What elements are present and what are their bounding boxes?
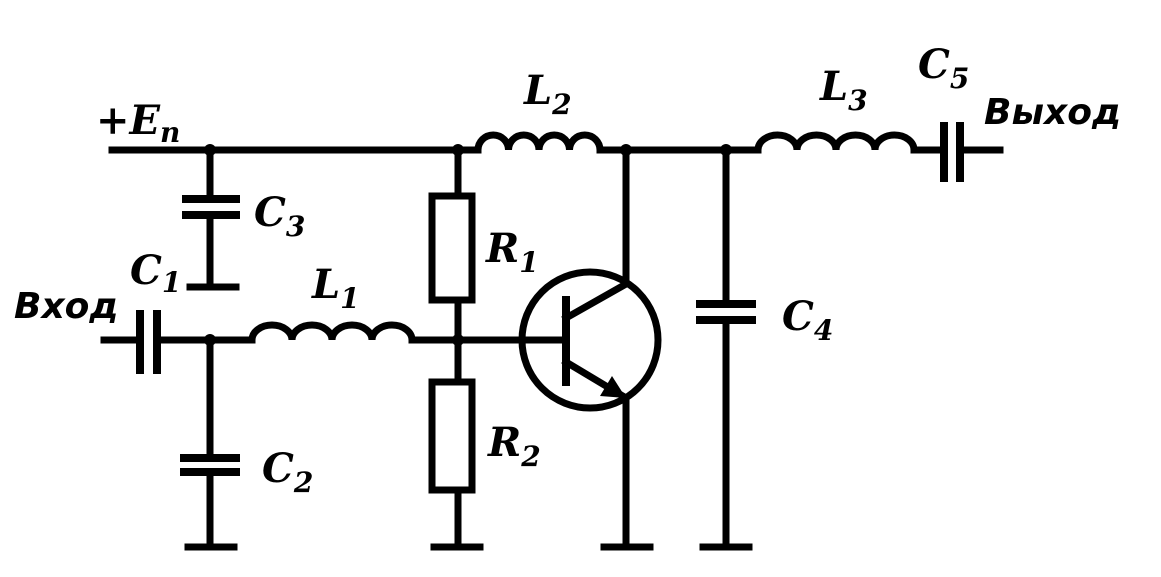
label-c5: C5 xyxy=(918,41,969,95)
capacitor-c5 xyxy=(910,122,1004,182)
capacitor-c4 xyxy=(696,146,756,551)
resistor-r1 xyxy=(428,146,476,386)
label-l1: L1 xyxy=(311,261,360,315)
label-c2: C2 xyxy=(262,445,313,499)
emitter-arrow-icon xyxy=(600,376,626,398)
inductor-l3 xyxy=(754,131,918,154)
capacitor-c2 xyxy=(180,336,240,551)
label-c4: C4 xyxy=(782,293,833,347)
label-input: Вход xyxy=(14,286,118,327)
label-supply: +Eп xyxy=(96,97,180,149)
label-c1: C1 xyxy=(130,247,181,299)
inductor-l2 xyxy=(474,131,604,154)
label-l3: L3 xyxy=(819,63,868,117)
transistor xyxy=(518,146,662,551)
resistor-r2 xyxy=(428,378,484,551)
label-c3: C3 xyxy=(254,189,305,243)
label-output: Выход xyxy=(984,92,1121,133)
inductor-l1 xyxy=(248,321,462,344)
label-r1: R1 xyxy=(485,225,539,279)
label-r2: R2 xyxy=(487,419,541,473)
capacitor-c3 xyxy=(182,146,240,291)
label-l2: L2 xyxy=(523,67,572,121)
capacitor-c1 xyxy=(100,310,256,374)
junction-dots xyxy=(204,144,732,346)
